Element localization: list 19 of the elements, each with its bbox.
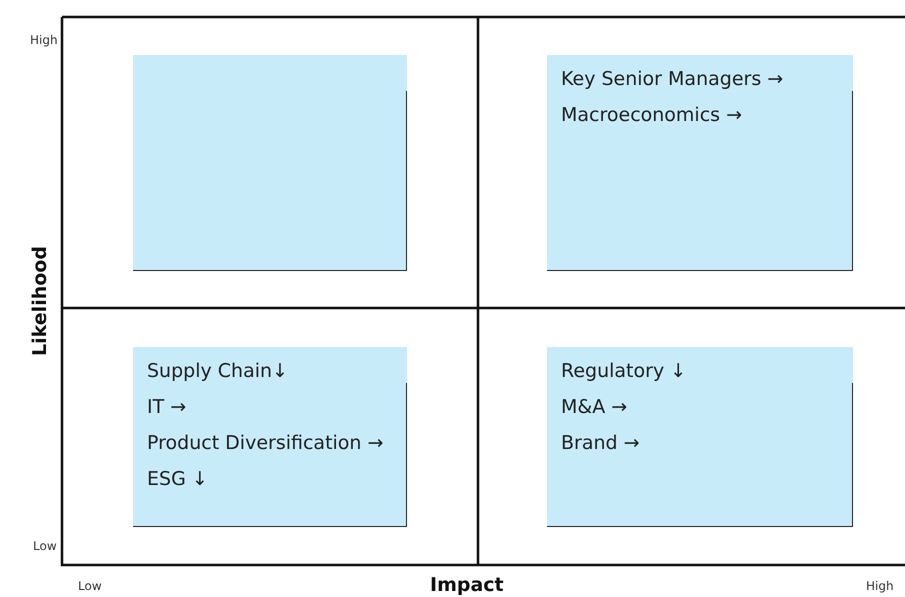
- risk-item: Regulatory ↓: [561, 359, 688, 384]
- risk-item: Product Diversification →: [147, 431, 384, 456]
- risk-item: Supply Chain↓: [147, 359, 289, 384]
- risk-item: Brand →: [561, 431, 641, 456]
- axis-tick-label: High: [30, 33, 58, 47]
- axis-tick-label: Low: [78, 579, 102, 593]
- axis-title: Likelihood: [29, 245, 51, 358]
- risk-item: Key Senior Managers →: [561, 67, 784, 92]
- risk-item: Macroeconomics →: [561, 103, 744, 128]
- axis-title: Impact: [430, 574, 504, 596]
- risk-item: IT →: [147, 395, 188, 420]
- risk-box: [547, 55, 853, 271]
- empty-box: [133, 55, 407, 271]
- axis-tick-label: High: [866, 579, 894, 593]
- risk-box: [133, 347, 407, 527]
- risk-item: M&A →: [561, 395, 628, 420]
- risk-box: [547, 347, 853, 527]
- axis-tick-label: Low: [33, 539, 57, 553]
- risk-item: ESG ↓: [147, 467, 209, 492]
